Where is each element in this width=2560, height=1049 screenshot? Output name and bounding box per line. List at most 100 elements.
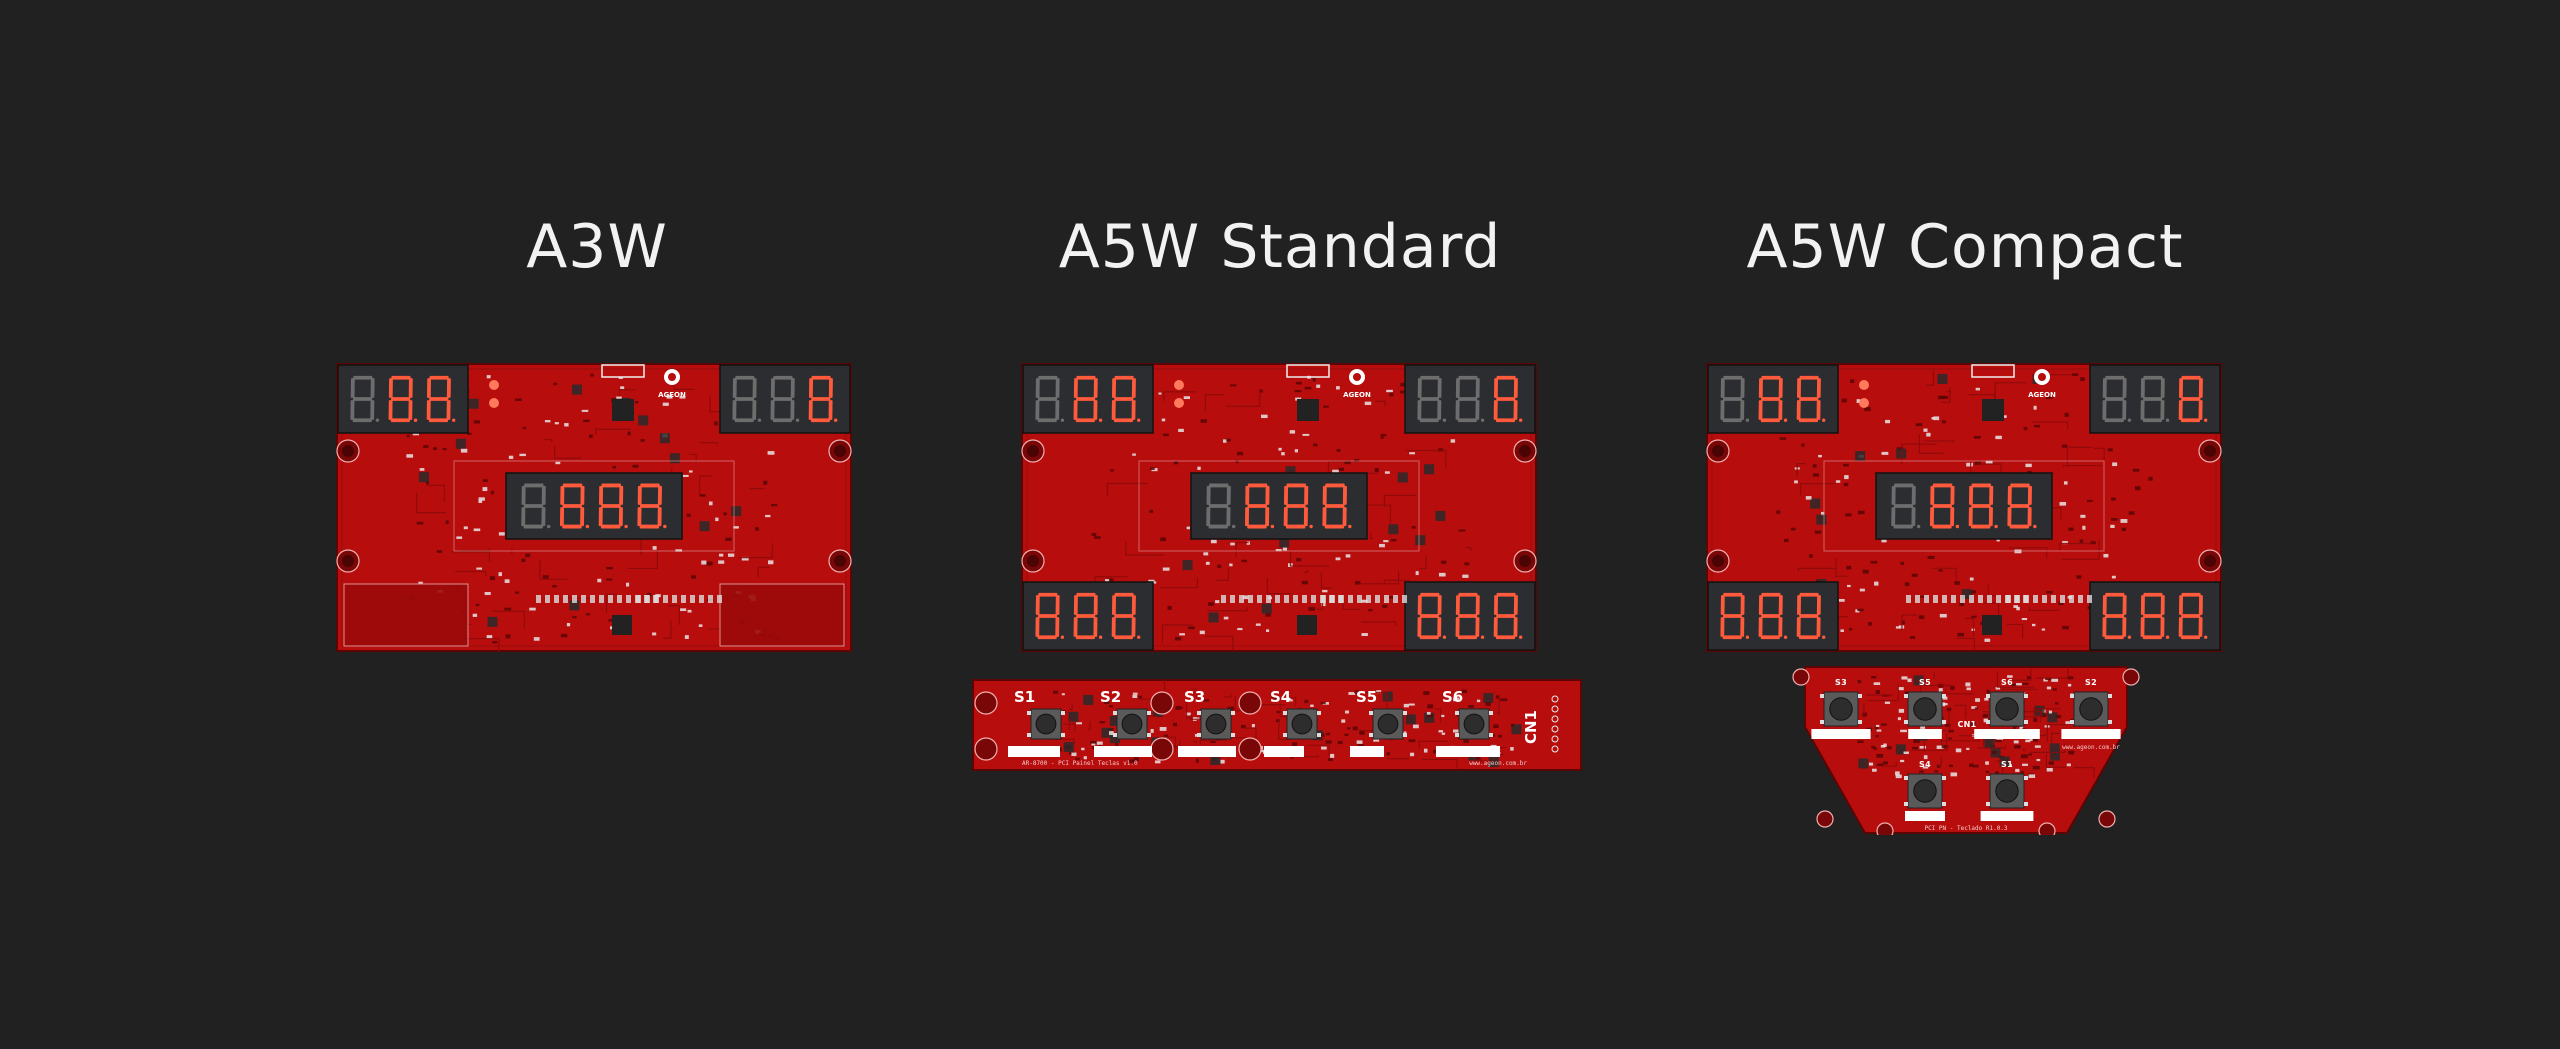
title-a5w-compact: A5W Compact	[1746, 212, 2184, 282]
tactile-button[interactable]	[1455, 708, 1493, 740]
connector-label: CN1	[1957, 720, 1976, 729]
key-label: PARAR	[1909, 812, 1940, 821]
segment-digit	[770, 375, 800, 423]
led	[489, 380, 499, 390]
segment-digit	[1929, 483, 1960, 529]
switch-id: S1	[1014, 688, 1035, 706]
segment-digit	[2140, 375, 2170, 423]
empty-footprint-right	[719, 583, 845, 647]
svg-text:AGEON: AGEON	[2028, 391, 2056, 399]
pcb-a5w-compact-main-board: AGEON	[1706, 363, 2222, 652]
display-bottom-right	[2089, 581, 2221, 651]
segment-digit	[1035, 592, 1065, 640]
segment-digit	[1417, 592, 1447, 640]
ic-chip	[1297, 615, 1317, 635]
switch-id: S1	[2001, 760, 2013, 769]
ageon-logo: AGEON	[2028, 369, 2056, 399]
switch-id: S5	[1919, 678, 1931, 687]
tactile-button[interactable]	[1283, 708, 1321, 740]
ic-chip	[1982, 615, 2002, 635]
switch-id: S6	[1442, 688, 1463, 706]
segment-digit	[1796, 592, 1826, 640]
led	[1859, 380, 1869, 390]
key-label: AUMENTAR	[2065, 730, 2117, 739]
tactile-button[interactable]	[1820, 691, 1862, 727]
key-label: PROGRAMAS	[1977, 730, 2037, 739]
tactile-button[interactable]	[1197, 708, 1235, 740]
ageon-logo: AGEON	[1343, 369, 1371, 399]
svg-text:AGEON: AGEON	[1343, 391, 1371, 399]
segment-digit	[1417, 375, 1447, 423]
display-center	[505, 472, 683, 540]
segment-digit	[1758, 592, 1788, 640]
switch-id: S2	[2085, 678, 2097, 687]
display-top-right	[2089, 364, 2221, 434]
tactile-button[interactable]	[1986, 773, 2028, 809]
segment-digit	[2178, 375, 2208, 423]
key-label: DIMINUIR	[1818, 730, 1863, 739]
segment-digit	[388, 375, 418, 423]
tactile-button[interactable]	[2070, 691, 2112, 727]
connector	[601, 364, 645, 378]
display-center	[1875, 472, 2053, 540]
mount-hole	[1238, 691, 1262, 715]
empty-footprint-left	[343, 583, 469, 647]
segment-digit	[1111, 375, 1141, 423]
segment-digit	[2140, 592, 2170, 640]
segment-digit	[1111, 592, 1141, 640]
switch-id: S3	[1835, 678, 1847, 687]
segment-digit	[559, 483, 590, 529]
pcb-a3w-main-board: AGEON	[336, 363, 852, 652]
board-footer: PCI PN - Teclado R1.0.3	[1924, 825, 2007, 832]
display-center	[1190, 472, 1368, 540]
segment-digit	[598, 483, 628, 529]
switch-id: S4	[1270, 688, 1291, 706]
tactile-button[interactable]	[1986, 691, 2028, 727]
connector	[1286, 364, 1330, 378]
segment-digit	[1035, 375, 1065, 423]
segment-digit	[1073, 375, 1103, 423]
tactile-button[interactable]	[1113, 708, 1151, 740]
mount-hole	[1150, 691, 1174, 715]
display-top-left	[337, 364, 469, 434]
switch-id: S3	[1184, 688, 1205, 706]
ic-chip	[612, 399, 634, 421]
ic-chip	[612, 615, 632, 635]
segment-digit	[808, 375, 838, 423]
segment-digit	[2007, 483, 2037, 529]
display-top-right	[1404, 364, 1536, 434]
led	[1859, 398, 1869, 408]
display-bottom-right	[1404, 581, 1536, 651]
tactile-button[interactable]	[1904, 691, 1946, 727]
switch-id: S5	[1356, 688, 1377, 706]
tactile-button[interactable]	[1904, 773, 1946, 809]
segment-digit	[350, 375, 380, 423]
display-top-left	[1022, 364, 1154, 434]
tactile-button[interactable]	[1369, 708, 1407, 740]
segment-digit	[1244, 483, 1275, 529]
segment-digit	[1493, 375, 1523, 423]
board-url: www.ageon.com.br	[1469, 760, 1527, 767]
board-footer: AR-8700 - PCI Painel Teclas v1.0	[1022, 760, 1138, 767]
mount-hole	[1876, 822, 1894, 835]
display-bottom-left	[1707, 581, 1839, 651]
segment-digit	[1758, 375, 1788, 423]
display-top-right	[719, 364, 851, 434]
ageon-logo: AGEON	[658, 369, 686, 399]
key-label: PARAR	[1269, 748, 1300, 757]
mount-hole	[1816, 810, 1834, 828]
tactile-button[interactable]	[1027, 708, 1065, 740]
